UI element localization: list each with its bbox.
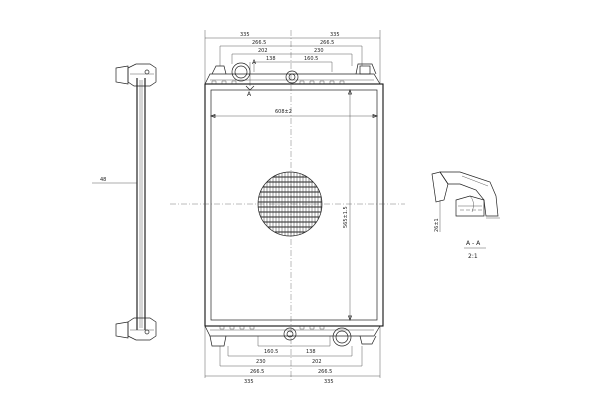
section-depth-dim: 26±1 <box>434 218 440 232</box>
top-dim-138: 138 <box>266 56 276 62</box>
side-view: 48 <box>92 63 157 341</box>
bottom-dim-266-right: 266.5 <box>318 369 332 375</box>
core-width-dim: 608±2 <box>275 109 292 115</box>
top-tank-side <box>127 63 157 87</box>
top-dim-266-left: 266.5 <box>252 40 266 46</box>
top-dim-202: 202 <box>258 48 268 54</box>
bottom-dim-266-left: 266.5 <box>250 369 264 375</box>
bottom-dimensions: 160.5 138 230 202 266.5 266.5 335 335 <box>204 326 381 385</box>
bottom-dim-138: 138 <box>306 349 316 355</box>
section-view-aa: 26±1 A - A 2:1 <box>431 171 500 260</box>
section-tank-wall <box>455 195 485 217</box>
bottom-pipe-side <box>115 321 129 339</box>
bottom-dim-335-right: 335 <box>324 379 334 385</box>
radiator-frame <box>204 83 384 327</box>
section-title: A - A <box>466 240 481 247</box>
bottom-dim-335-left: 335 <box>244 379 254 385</box>
top-dim-335-right: 335 <box>330 32 340 38</box>
top-mount-boss <box>285 70 299 84</box>
section-marker-top: A <box>247 91 252 98</box>
top-left-bracket <box>211 65 227 75</box>
side-depth-dim: 48 <box>100 177 106 183</box>
section-scale: 2:1 <box>468 253 478 260</box>
top-dim-230: 230 <box>314 48 324 54</box>
bottom-right-bracket <box>359 335 377 345</box>
top-dim-160: 160.5 <box>304 56 318 62</box>
bottom-dim-230: 230 <box>256 359 266 365</box>
top-tank <box>204 73 381 85</box>
top-pipe-side <box>115 65 129 85</box>
bottom-left-bracket <box>209 335 227 347</box>
front-view: A A 608±2 565±1.5 <box>170 30 405 380</box>
top-right-bracket <box>355 63 377 75</box>
bottom-dim-160: 160.5 <box>264 349 278 355</box>
radiator-core <box>210 89 378 321</box>
bottom-tank-side <box>127 317 157 341</box>
bottom-mount-boss <box>283 327 297 341</box>
top-dimensions: 335 335 266.5 266.5 202 230 138 160.5 <box>204 30 381 84</box>
bottom-outlet-pipe <box>332 327 352 347</box>
bottom-dim-202: 202 <box>312 359 322 365</box>
section-pipe-outline <box>439 171 499 217</box>
core-height-dim: 565±1.5 <box>343 206 349 228</box>
section-pipe-end <box>431 171 449 203</box>
section-marker-bottom: A <box>252 59 257 66</box>
bottom-tank <box>204 325 381 337</box>
top-dim-266-right: 266.5 <box>320 40 334 46</box>
top-dim-335-left: 335 <box>240 32 250 38</box>
fin-pattern <box>258 172 322 236</box>
